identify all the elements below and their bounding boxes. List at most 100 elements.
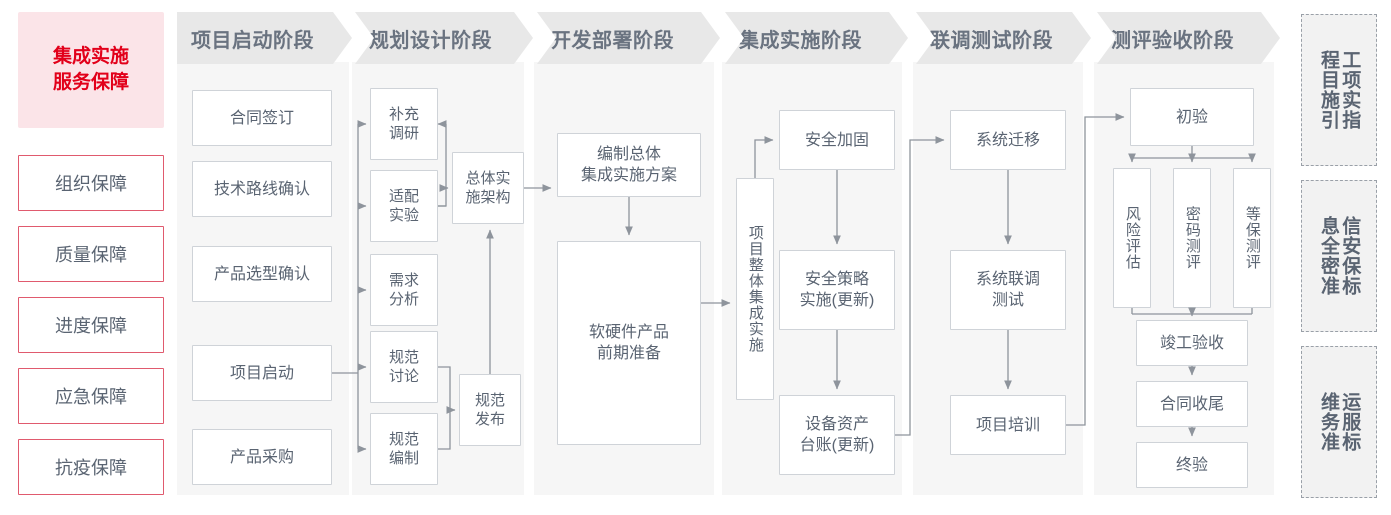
node-label: 项目启动: [229, 364, 294, 382]
node-demand-analysis[interactable]: 需求 分析: [370, 254, 438, 326]
node-label-line2: 施架构: [465, 189, 511, 206]
left-item-label: 进度保障: [55, 316, 127, 336]
node-label-line1: 适配: [388, 188, 419, 205]
node-overall-plan[interactable]: 编制总体 集成实施方案: [557, 133, 701, 197]
node-label-line2: 测试: [991, 292, 1024, 309]
node-label-line2: 讨论: [388, 368, 419, 385]
node-label-line1: 设备资产: [804, 416, 869, 433]
node-contract-closeout[interactable]: 合同收尾: [1136, 381, 1248, 427]
phase-header-planning: 规划设计阶段: [355, 12, 533, 64]
node-label-line1: 需求: [388, 272, 419, 289]
left-item-label: 抗疫保障: [55, 458, 127, 478]
node-label: 项目培训: [975, 416, 1040, 434]
node-overall-architecture[interactable]: 总体实 施架构: [452, 152, 524, 224]
node-hw-sw-prep[interactable]: 软硬件产品 前期准备: [557, 241, 701, 445]
phase-title: 联调测试阶段: [930, 29, 1053, 52]
node-label: 风险评估: [1123, 206, 1141, 270]
node-label: 合同签订: [229, 109, 294, 127]
node-supplement-research[interactable]: 补充 调研: [370, 88, 438, 160]
node-adapt-test[interactable]: 适配 实验: [370, 170, 438, 242]
node-joint-debug-test[interactable]: 系统联调 测试: [950, 250, 1066, 330]
node-asset-ledger[interactable]: 设备资产 台账(更新): [779, 395, 895, 475]
node-spec-discussion[interactable]: 规范 讨论: [370, 331, 438, 403]
node-label: 终验: [1175, 456, 1208, 474]
node-label-line2: 实施(更新): [799, 292, 875, 309]
left-item-label: 组织保障: [55, 174, 127, 194]
phase-title: 集成实施阶段: [739, 29, 862, 52]
node-label: 产品采购: [229, 448, 294, 466]
node-project-kickoff[interactable]: 项目启动: [192, 345, 332, 401]
standard-label-right: 息全密准: [1318, 216, 1339, 296]
node-label: 技术路线确认: [213, 180, 310, 198]
node-label-line1: 编制总体: [596, 146, 661, 163]
phase-header-integration: 集成实施阶段: [725, 12, 908, 64]
phase-title: 项目启动阶段: [191, 29, 314, 52]
node-product-purchase[interactable]: 产品采购: [192, 429, 332, 485]
node-label-line2: 集成实施方案: [580, 167, 677, 184]
standard-ops-service[interactable]: 维务准 运服标: [1301, 346, 1377, 498]
node-security-hardening[interactable]: 安全加固: [779, 110, 895, 170]
node-label-line1: 软硬件产品: [588, 324, 669, 341]
node-contract-sign[interactable]: 合同签订: [192, 90, 332, 146]
node-label-line1: 规范: [474, 392, 505, 409]
node-risk-assessment[interactable]: 风险评估: [1113, 168, 1151, 308]
node-label: 密码测评: [1183, 206, 1201, 270]
node-label: 系统迁移: [975, 131, 1040, 149]
node-label-line2: 台账(更新): [799, 437, 875, 454]
node-label-line2: 分析: [388, 291, 419, 308]
left-item-emergency[interactable]: 应急保障: [18, 368, 164, 424]
phase-header-startup: 项目启动阶段: [177, 12, 352, 64]
node-label-line2: 前期准备: [596, 345, 661, 362]
standard-label-right: 程目施引: [1318, 50, 1339, 130]
node-label: 等保测评: [1243, 206, 1261, 270]
node-product-select[interactable]: 产品选型确认: [192, 246, 332, 302]
node-label-line1: 规范: [388, 349, 419, 366]
phase-title: 测评验收阶段: [1111, 29, 1234, 52]
node-label-line2: 实验: [388, 207, 419, 224]
left-panel-header-line1: 集成实施: [52, 46, 129, 67]
node-label: 竣工验收: [1159, 334, 1224, 352]
node-completion-acceptance[interactable]: 竣工验收: [1136, 320, 1248, 366]
standard-infosec[interactable]: 息全密准 信安保标: [1301, 180, 1377, 332]
node-crypto-evaluation[interactable]: 密码测评: [1173, 168, 1211, 308]
node-label-line2: 编制: [388, 450, 419, 467]
node-spec-release[interactable]: 规范 发布: [459, 374, 521, 446]
node-tech-route[interactable]: 技术路线确认: [192, 161, 332, 217]
phase-title: 规划设计阶段: [369, 29, 492, 52]
node-spec-drafting[interactable]: 规范 编制: [370, 413, 438, 485]
left-panel-header-line2: 服务保障: [52, 72, 129, 93]
node-label: 项目整体集成实施: [746, 225, 764, 353]
node-label: 安全加固: [804, 131, 869, 149]
node-label: 产品选型确认: [213, 265, 310, 283]
left-item-organization[interactable]: 组织保障: [18, 155, 164, 211]
node-system-migration[interactable]: 系统迁移: [950, 110, 1066, 170]
left-item-quality[interactable]: 质量保障: [18, 226, 164, 282]
node-label-line1: 补充: [388, 106, 419, 123]
phase-header-development: 开发部署阶段: [537, 12, 720, 64]
left-panel-header: 集成实施 服务保障: [18, 12, 164, 128]
standard-label-right: 维务准: [1318, 392, 1339, 452]
node-final-acceptance[interactable]: 终验: [1136, 442, 1248, 488]
node-label-line1: 总体实: [465, 170, 511, 187]
standard-label-left: 信安保标: [1339, 216, 1361, 296]
node-project-training[interactable]: 项目培训: [950, 395, 1066, 455]
standard-label-left: 工项实指: [1339, 50, 1361, 130]
node-initial-acceptance[interactable]: 初验: [1130, 88, 1254, 146]
left-item-label: 应急保障: [55, 387, 127, 407]
node-label-line2: 调研: [388, 125, 419, 142]
node-label-line2: 发布: [474, 411, 505, 428]
node-label: 合同收尾: [1159, 395, 1224, 413]
phase-header-joint-test: 联调测试阶段: [916, 12, 1091, 64]
phase-title: 开发部署阶段: [551, 29, 674, 52]
left-item-label: 质量保障: [55, 245, 127, 265]
node-label: 初验: [1175, 108, 1208, 126]
standard-engineering-guide[interactable]: 程目施引 工项实指: [1301, 14, 1377, 166]
left-item-schedule[interactable]: 进度保障: [18, 297, 164, 353]
node-grade-protection[interactable]: 等保测评: [1233, 168, 1271, 308]
node-security-policy[interactable]: 安全策略 实施(更新): [779, 250, 895, 330]
node-overall-integration[interactable]: 项目整体集成实施: [736, 178, 774, 400]
node-label-line1: 安全策略: [804, 271, 869, 288]
left-item-epidemic[interactable]: 抗疫保障: [18, 439, 164, 495]
standard-label-left: 运服标: [1339, 392, 1361, 452]
